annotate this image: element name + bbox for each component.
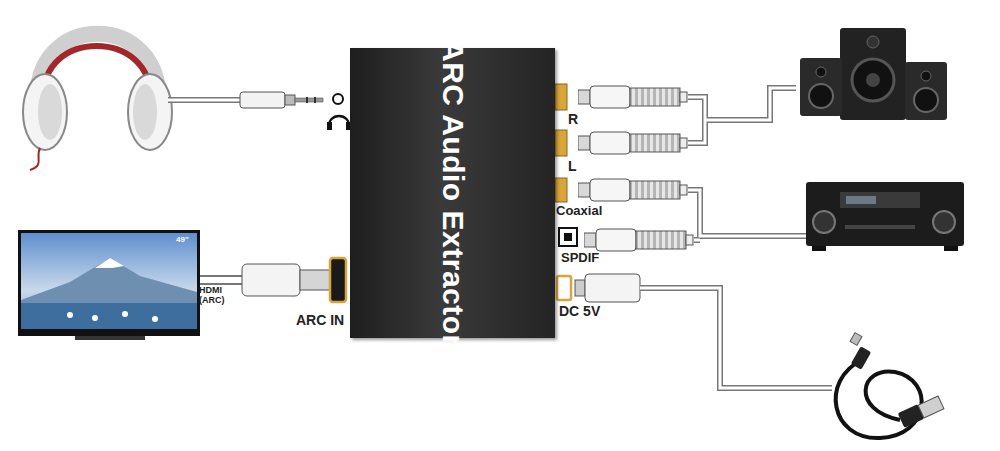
television-part xyxy=(21,258,197,305)
headphone-cable-part xyxy=(306,97,308,103)
speakers-part xyxy=(921,71,931,81)
speakers-part xyxy=(800,58,842,116)
speakers-part xyxy=(816,67,826,77)
headphones-part xyxy=(30,148,40,170)
power-cable-part xyxy=(640,288,832,388)
output-ports-part xyxy=(555,84,567,110)
av-receiver-part xyxy=(944,246,958,251)
headphones-part xyxy=(133,84,157,140)
power-cable-part xyxy=(585,274,640,302)
headphone-icon-part xyxy=(333,94,343,104)
av-receiver-part xyxy=(813,211,835,233)
headphones-part xyxy=(23,74,67,150)
headphone-cable-part xyxy=(168,97,240,103)
output-ports-part xyxy=(557,276,571,300)
av-receiver xyxy=(806,182,964,251)
hdmi-cable-part xyxy=(242,264,300,296)
headphone-cable-part xyxy=(285,95,295,105)
port-label: L xyxy=(568,158,577,174)
usb-cable-part xyxy=(850,333,862,346)
output-ports-part xyxy=(555,130,567,156)
device-title: ARC Audio Extractor xyxy=(436,40,470,347)
output-ports-part xyxy=(564,233,572,241)
power-cable-part xyxy=(640,288,832,388)
headphone-cable-part xyxy=(314,97,316,103)
television-part xyxy=(21,303,197,329)
hdmi-cable-part xyxy=(200,275,242,285)
usb-cable xyxy=(836,333,944,438)
port-label: SPDIF xyxy=(561,250,599,265)
speakers-part xyxy=(914,88,938,112)
hdmi-cable-part xyxy=(200,277,242,283)
av-receiver-part xyxy=(846,196,876,204)
television-part xyxy=(152,316,158,322)
port-label: 49" xyxy=(176,235,189,244)
port-label: HDMI (ARC) xyxy=(199,285,233,305)
headphone-icon-part xyxy=(327,122,332,130)
television-part xyxy=(122,311,128,317)
av-receiver-part xyxy=(806,182,964,246)
hdmi-cable-part xyxy=(300,270,330,290)
port-label: ARC IN xyxy=(296,312,344,328)
television xyxy=(18,230,200,340)
audio-cables xyxy=(578,86,806,251)
audio-cables-part xyxy=(578,132,687,154)
av-receiver-part xyxy=(840,192,920,208)
audio-cables-part xyxy=(578,86,687,108)
audio-cables-part xyxy=(688,88,806,240)
speakers-part xyxy=(905,62,947,120)
television-part xyxy=(18,230,200,336)
headphone-cable-part xyxy=(295,98,323,102)
power-cable xyxy=(575,274,832,388)
av-receiver-part xyxy=(845,225,915,229)
av-receiver-part xyxy=(812,246,826,251)
usb-cable-part xyxy=(851,346,871,369)
output-ports-part xyxy=(559,228,577,246)
headphone-cable-part xyxy=(168,99,240,102)
audio-cables-part xyxy=(578,179,687,201)
headphones xyxy=(23,34,172,170)
headphone-cable-part xyxy=(240,92,285,108)
power-cable-part xyxy=(575,280,585,296)
headphone-icon xyxy=(327,94,351,130)
headphones-part xyxy=(38,84,62,140)
speakers xyxy=(800,28,947,120)
port-label: R xyxy=(568,111,578,127)
port-label: DC 5V xyxy=(559,303,600,319)
television-part xyxy=(21,233,197,329)
speakers-part xyxy=(867,36,879,48)
headphone-cable xyxy=(168,92,323,108)
speakers-part xyxy=(852,59,894,101)
port-label: Coaxial xyxy=(556,203,602,218)
television-part xyxy=(95,258,124,268)
extractor-box: ARC Audio Extractor xyxy=(350,48,555,338)
output-ports-part xyxy=(555,178,567,202)
television-part xyxy=(92,315,98,321)
speakers-part xyxy=(809,84,833,108)
television-part xyxy=(75,336,145,340)
usb-cable-part xyxy=(918,396,944,418)
speakers-part xyxy=(840,28,906,120)
hdmi-cable-part xyxy=(330,258,346,302)
speakers-part xyxy=(866,73,880,87)
television-part xyxy=(67,312,73,318)
audio-cables-part xyxy=(584,229,693,251)
audio-cables-part xyxy=(688,88,806,240)
headphones-part xyxy=(128,74,172,150)
av-receiver-part xyxy=(933,211,955,233)
usb-cable-part xyxy=(836,360,922,438)
